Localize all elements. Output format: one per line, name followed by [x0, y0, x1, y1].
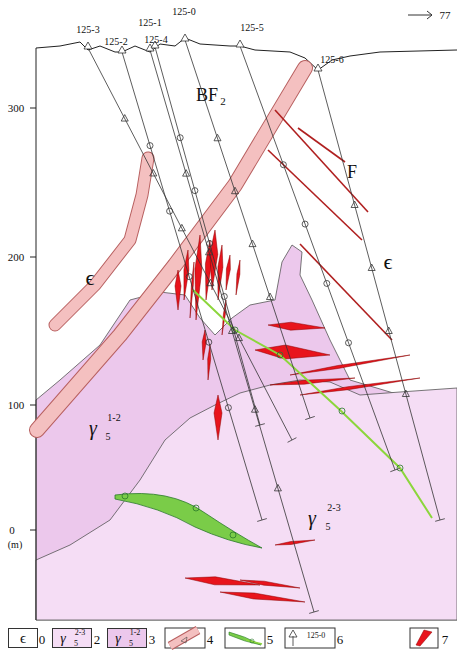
granite-stage: 5: [106, 432, 111, 442]
legend-symbol: ϵ: [20, 631, 26, 646]
legend-swatch: [52, 628, 92, 648]
granite-stage: 2-3: [327, 503, 340, 513]
band-subscript: 2: [220, 96, 226, 107]
hole-label: 125-5: [240, 23, 263, 33]
hole-label: 125-0: [172, 7, 195, 17]
topography: [36, 38, 457, 70]
legend-number: 3: [149, 633, 156, 646]
axis-value: 300: [8, 103, 25, 114]
legend-symbol: 1-2: [130, 629, 141, 637]
hole-label: 125-3: [76, 25, 99, 35]
fault-f: [268, 110, 392, 340]
hole-label: 125-2: [104, 37, 127, 47]
legend-number: 5: [267, 633, 274, 646]
strata-symbol: ϵ: [384, 251, 393, 273]
green-vein: [115, 290, 432, 548]
hole-label: 125-4: [144, 35, 167, 45]
axis-value: 0: [9, 525, 15, 536]
granite-symbol: γ: [89, 418, 97, 438]
legend-number: 6: [337, 633, 344, 646]
legend-swatch: [107, 628, 147, 648]
legend-symbol: γ: [115, 632, 121, 646]
legend-symbol: 125-0: [307, 632, 326, 640]
strata-symbol: ϵ: [86, 267, 95, 289]
legend-symbol: 5: [129, 640, 133, 648]
legend-number: 0: [39, 633, 46, 646]
legend-number: 2: [94, 633, 101, 646]
granite-symbol: γ: [308, 508, 316, 528]
granite-2-3: [36, 380, 457, 620]
hole-label: 125-1: [138, 18, 161, 28]
legend-symbol: 5: [74, 640, 78, 648]
direction-arrow: [408, 11, 432, 19]
axis-value: 200: [8, 252, 25, 263]
granite-1-2: [36, 245, 457, 620]
frame-axis: [36, 48, 37, 620]
legend-symbol: 2-3: [75, 629, 86, 637]
axis-ticks: [30, 108, 36, 530]
hole-label: 125-6: [320, 55, 343, 65]
axis-unit: (m): [8, 540, 22, 550]
drill-holes: [84, 34, 445, 613]
ore-bodies: [175, 230, 420, 602]
legend-number: 4: [207, 633, 214, 646]
granite-stage: 5: [326, 522, 331, 532]
direction-label: 77: [440, 10, 451, 21]
legend-number: 7: [442, 633, 449, 646]
legend-symbol: γ: [60, 632, 66, 646]
legend-samples: [165, 628, 438, 648]
fault-label: F: [347, 163, 357, 181]
granite-stage: 1-2: [107, 413, 120, 423]
axis-value: 100: [8, 400, 25, 411]
band-label: BF: [196, 86, 218, 104]
